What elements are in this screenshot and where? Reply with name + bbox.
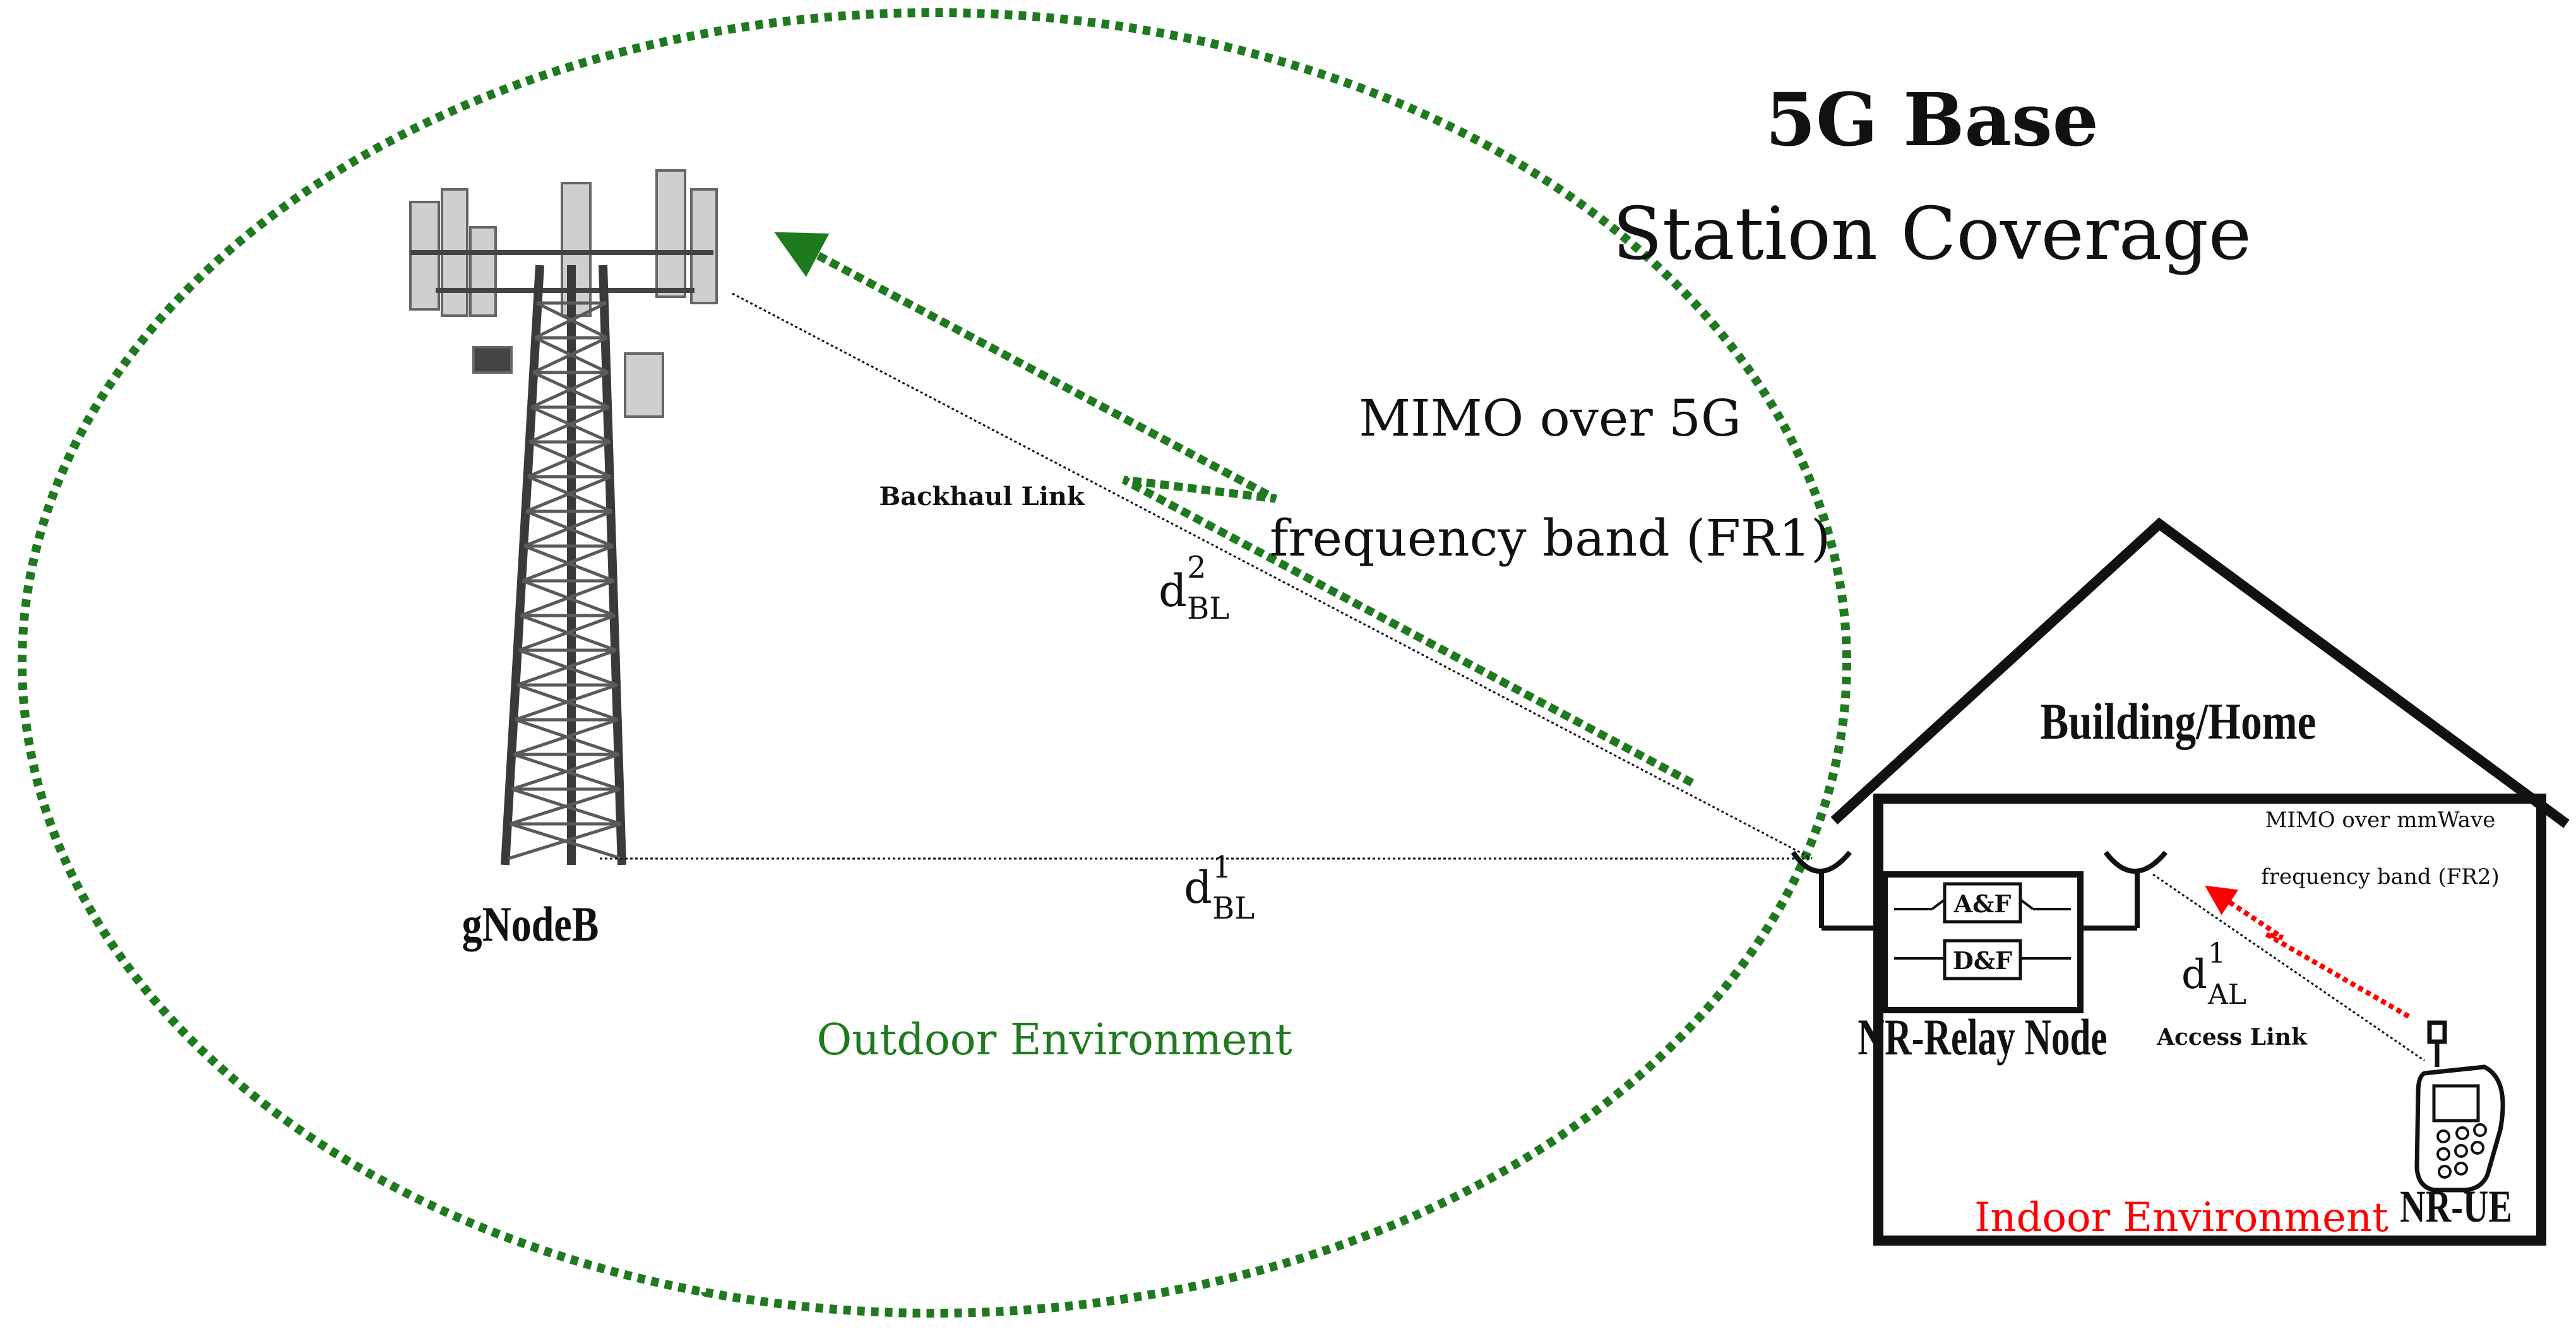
backhaul-link-label: Backhaul Link [879, 482, 1085, 511]
relay-antenna-left-icon [1791, 850, 1885, 931]
phone-icon [2414, 1020, 2505, 1193]
svg-text:d: d [1184, 862, 1212, 914]
mimo-fr2-line2: frequency band (FR2) [2261, 864, 2500, 890]
relay-antenna-right-icon [2080, 850, 2168, 931]
mimo-fr1-line2: frequency band (FR1) [1270, 509, 1830, 568]
relay-node-box: A&F D&F [1881, 871, 2084, 1013]
access-link-line [2152, 873, 2425, 1062]
gnodeb-label: gNodeB [462, 897, 599, 951]
svg-text:1: 1 [1212, 850, 1232, 885]
outdoor-environment-label: Outdoor Environment [816, 1015, 1292, 1065]
distance-bl1-label: d 1 BL [1184, 850, 1255, 926]
access-link-label: Access Link [2156, 1024, 2308, 1051]
ue-label: NR-UE [2400, 1181, 2512, 1231]
svg-text:2: 2 [1187, 550, 1207, 585]
building-label: Building/Home [2040, 693, 2316, 751]
gnodeb-tower-icon [409, 169, 718, 866]
indoor-environment-label: Indoor Environment [1974, 1194, 2388, 1241]
svg-text:BL: BL [1187, 591, 1229, 626]
af-block [1943, 882, 2022, 924]
svg-text:AL: AL [2207, 979, 2246, 1011]
distance-al1-label: d 1 AL [2181, 938, 2246, 1011]
fr1-mimo-arrow [774, 232, 1695, 787]
relay-node-label: NR-Relay Node [1857, 1009, 2107, 1066]
af-label: A&F [1953, 890, 2012, 918]
distance-bl2-label: d 2 BL [1159, 550, 1229, 626]
building-walls [1873, 794, 2546, 1246]
title-line1: 5G Base [1765, 78, 2099, 163]
svg-text:BL: BL [1212, 891, 1255, 926]
svg-text:d: d [1159, 565, 1187, 617]
building-roof [1830, 517, 2570, 828]
coverage-ellipse [18, 8, 1851, 1318]
title-line2: Station Coverage [1613, 192, 2251, 277]
svg-text:1: 1 [2208, 938, 2226, 970]
df-label: D&F [1953, 946, 2012, 975]
mimo-fr1-line1: MIMO over 5G [1359, 389, 1741, 448]
mimo-fr2-line1: MIMO over mmWave [2265, 807, 2496, 833]
df-block [1943, 939, 2022, 980]
fr2-mimo-arrow [2205, 885, 2411, 1019]
backhaul-link-line [732, 292, 1813, 860]
svg-text:d: d [2181, 951, 2207, 998]
